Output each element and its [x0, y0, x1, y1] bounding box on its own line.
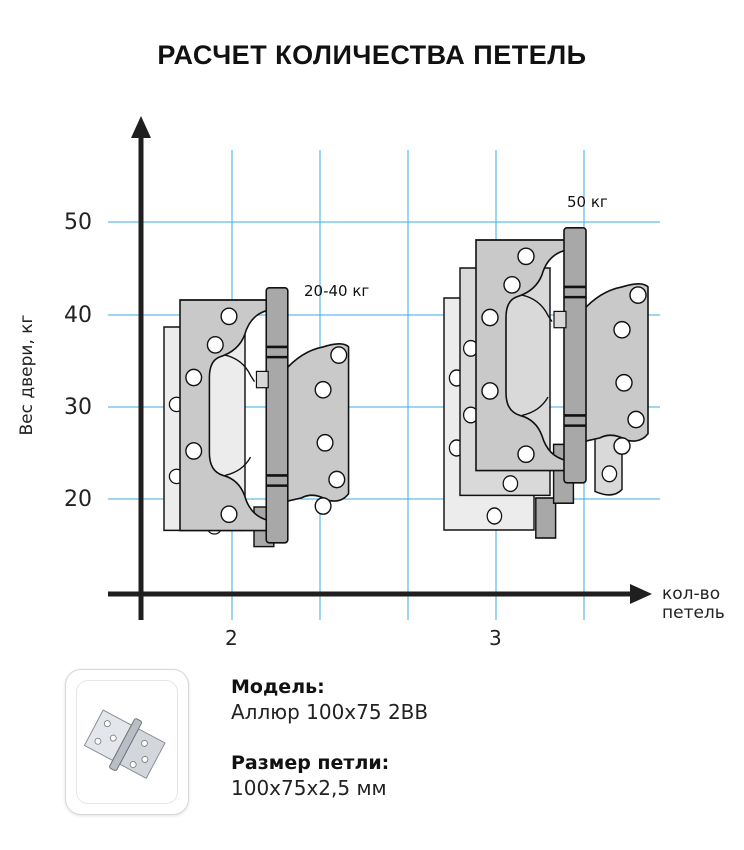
annotation-three-hinges: 50 кг	[567, 193, 608, 211]
x-tick-2: 2	[225, 626, 238, 650]
x-axis-arrow	[630, 584, 652, 604]
page-title: РАСЧЕТ КОЛИЧЕСТВА ПЕТЕЛЬ	[157, 40, 587, 70]
y-tick-20: 20	[64, 487, 92, 512]
size-info: Размер петли: 100х75х2,5 мм	[231, 752, 389, 800]
model-value: Аллюр 100х75 2ВВ	[231, 700, 429, 724]
product-thumbnail	[65, 669, 189, 815]
y-axis-arrow	[131, 116, 151, 138]
x-tick-3: 3	[489, 626, 502, 650]
hinge-2-front	[178, 286, 350, 545]
axes	[108, 116, 652, 620]
y-tick-30: 30	[64, 395, 92, 420]
size-value: 100х75х2,5 мм	[231, 776, 387, 800]
size-label: Размер петли:	[231, 752, 390, 774]
y-tick-40: 40	[64, 303, 92, 328]
hinge-photo-icon	[83, 709, 166, 779]
model-info: Модель: Аллюр 100х75 2ВВ	[231, 676, 428, 724]
x-axis-label: кол-во петель	[662, 584, 725, 623]
y-tick-50: 50	[64, 210, 92, 235]
model-label: Модель:	[231, 676, 325, 698]
annotation-two-hinges: 20-40 кг	[304, 282, 370, 300]
